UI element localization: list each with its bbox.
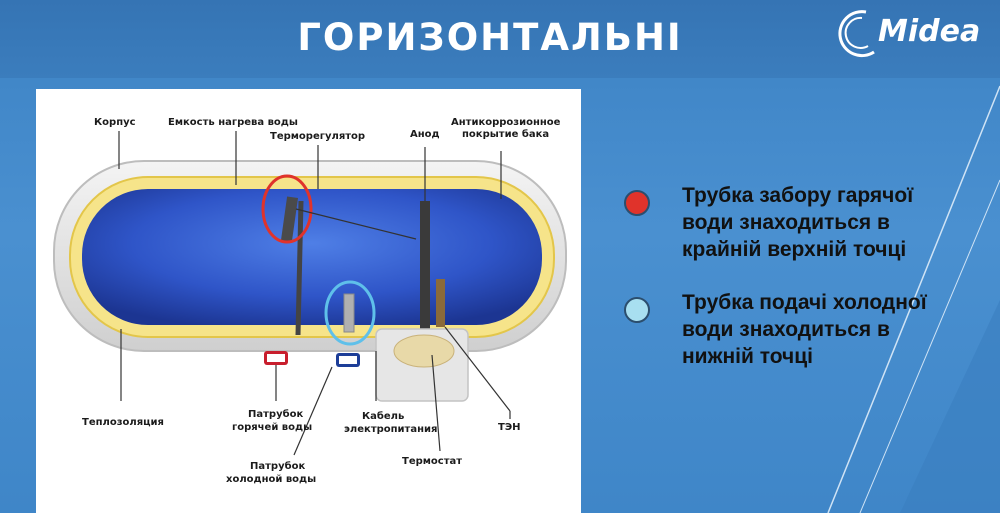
label-hot-pipe-2: горячей воды [232, 422, 313, 433]
label-cable-2: электропитания [344, 424, 438, 435]
label-cold-pipe-1: Патрубок [250, 461, 306, 472]
water-heater-illustration [53, 131, 567, 456]
label-teploizol: Теплозоляция [82, 417, 164, 428]
label-termoregulator: Терморегулятор [270, 131, 366, 142]
title-bar [0, 0, 1000, 78]
label-antikorr-2: покрытие бака [462, 129, 550, 140]
legend-text-cold: Трубка подачі холодної води знаходиться … [682, 291, 927, 368]
page-title: ГОРИЗОНТАЛЬНІ [297, 16, 683, 59]
water-heater-diagram: Корпус Емкость нагрева воды Терморегулят… [36, 89, 581, 513]
midea-logo-icon [838, 10, 875, 58]
light-blue-circle-icon [624, 297, 650, 323]
red-circle-icon [624, 190, 650, 216]
legend-item-cold: Трубка подачі холодної води знаходиться … [624, 289, 984, 370]
label-antikorr-1: Антикоррозионное [451, 117, 561, 128]
label-cold-pipe-2: холодной воды [226, 474, 317, 485]
legend-list: Трубка забору гарячої води знаходиться в… [624, 182, 984, 396]
label-emkost: Емкость нагрева воды [168, 117, 298, 128]
label-anod: Анод [410, 129, 440, 140]
label-cable-1: Кабель [362, 411, 405, 422]
legend-text-hot: Трубка забору гарячої води знаходиться в… [682, 184, 914, 261]
logo-text: Midea [878, 14, 981, 49]
legend-item-hot: Трубка забору гарячої води знаходиться в… [624, 182, 984, 263]
label-korpus: Корпус [94, 117, 136, 128]
label-hot-pipe-1: Патрубок [248, 409, 304, 420]
red-marker-icon [261, 174, 313, 244]
label-ten: ТЭН [498, 422, 521, 433]
light-blue-marker-icon [324, 280, 376, 346]
label-termostat: Термостат [402, 456, 463, 467]
